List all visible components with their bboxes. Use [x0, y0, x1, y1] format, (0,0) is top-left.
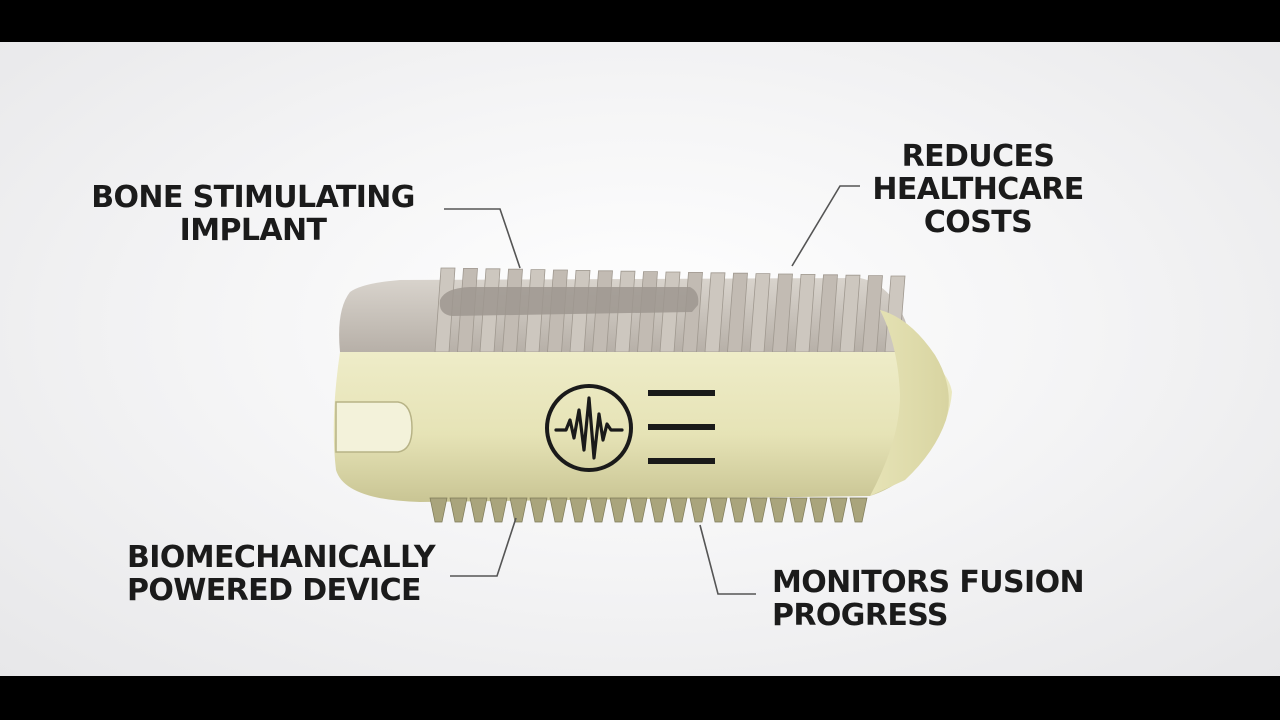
implant-tooth — [689, 497, 708, 523]
implant-tooth — [649, 497, 668, 523]
implant-tooth — [629, 497, 648, 523]
callout-bone-stimulating: BONE STIMULATING IMPLANT — [83, 181, 423, 247]
callout-line: POWERED DEVICE — [127, 573, 422, 608]
callout-line: BIOMECHANICALLY — [127, 540, 436, 575]
implant-body — [333, 352, 952, 502]
implant-tooth — [769, 497, 788, 523]
callout-line: MONITORS FUSION — [772, 565, 1085, 600]
waveform-circle-icon — [545, 384, 633, 472]
implant-tooth — [729, 497, 748, 523]
callout-line: BONE STIMULATING — [91, 180, 415, 215]
callout-line: PROGRESS — [772, 598, 948, 633]
leader-line-bone-stimulating — [444, 208, 521, 269]
callout-line: COSTS — [923, 205, 1033, 240]
callout-reduces-costs: REDUCES HEALTHCARE COSTS — [872, 140, 1084, 239]
callout-line: HEALTHCARE — [872, 172, 1084, 207]
implant-tooth — [789, 497, 808, 523]
leader-line-reduces-costs — [791, 185, 860, 267]
callout-line: REDUCES — [901, 139, 1055, 174]
callout-line: IMPLANT — [179, 213, 327, 248]
implant-tooth — [429, 497, 448, 523]
implant-tooth — [449, 497, 468, 523]
implant-tooth — [569, 497, 588, 523]
callout-monitors-fusion: MONITORS FUSION PROGRESS — [772, 565, 1085, 633]
implant-tooth — [709, 497, 728, 523]
implant-tooth — [669, 497, 688, 523]
three-bars-icon — [648, 390, 715, 464]
implant-tooth — [809, 497, 828, 523]
leader-line-monitors-fusion — [699, 524, 756, 595]
implant-tooth — [589, 497, 608, 523]
implant-nose — [870, 310, 949, 496]
implant-tooth — [489, 497, 508, 523]
implant-tooth — [549, 497, 568, 523]
implant-tooth — [849, 497, 868, 523]
implant-tooth — [469, 497, 488, 523]
implant-tooth — [829, 497, 848, 523]
implant-tooth — [509, 497, 528, 523]
implant-tooth — [749, 497, 768, 523]
leader-line-biomechanically — [450, 517, 517, 577]
implant-tooth — [529, 497, 548, 523]
implant-bottom-teeth — [429, 497, 868, 523]
implant-tooth — [609, 497, 628, 523]
implant-instrument-slot — [335, 401, 413, 453]
callout-biomechanically-powered: BIOMECHANICALLY POWERED DEVICE — [127, 540, 436, 608]
implant-graft-window — [439, 287, 699, 316]
